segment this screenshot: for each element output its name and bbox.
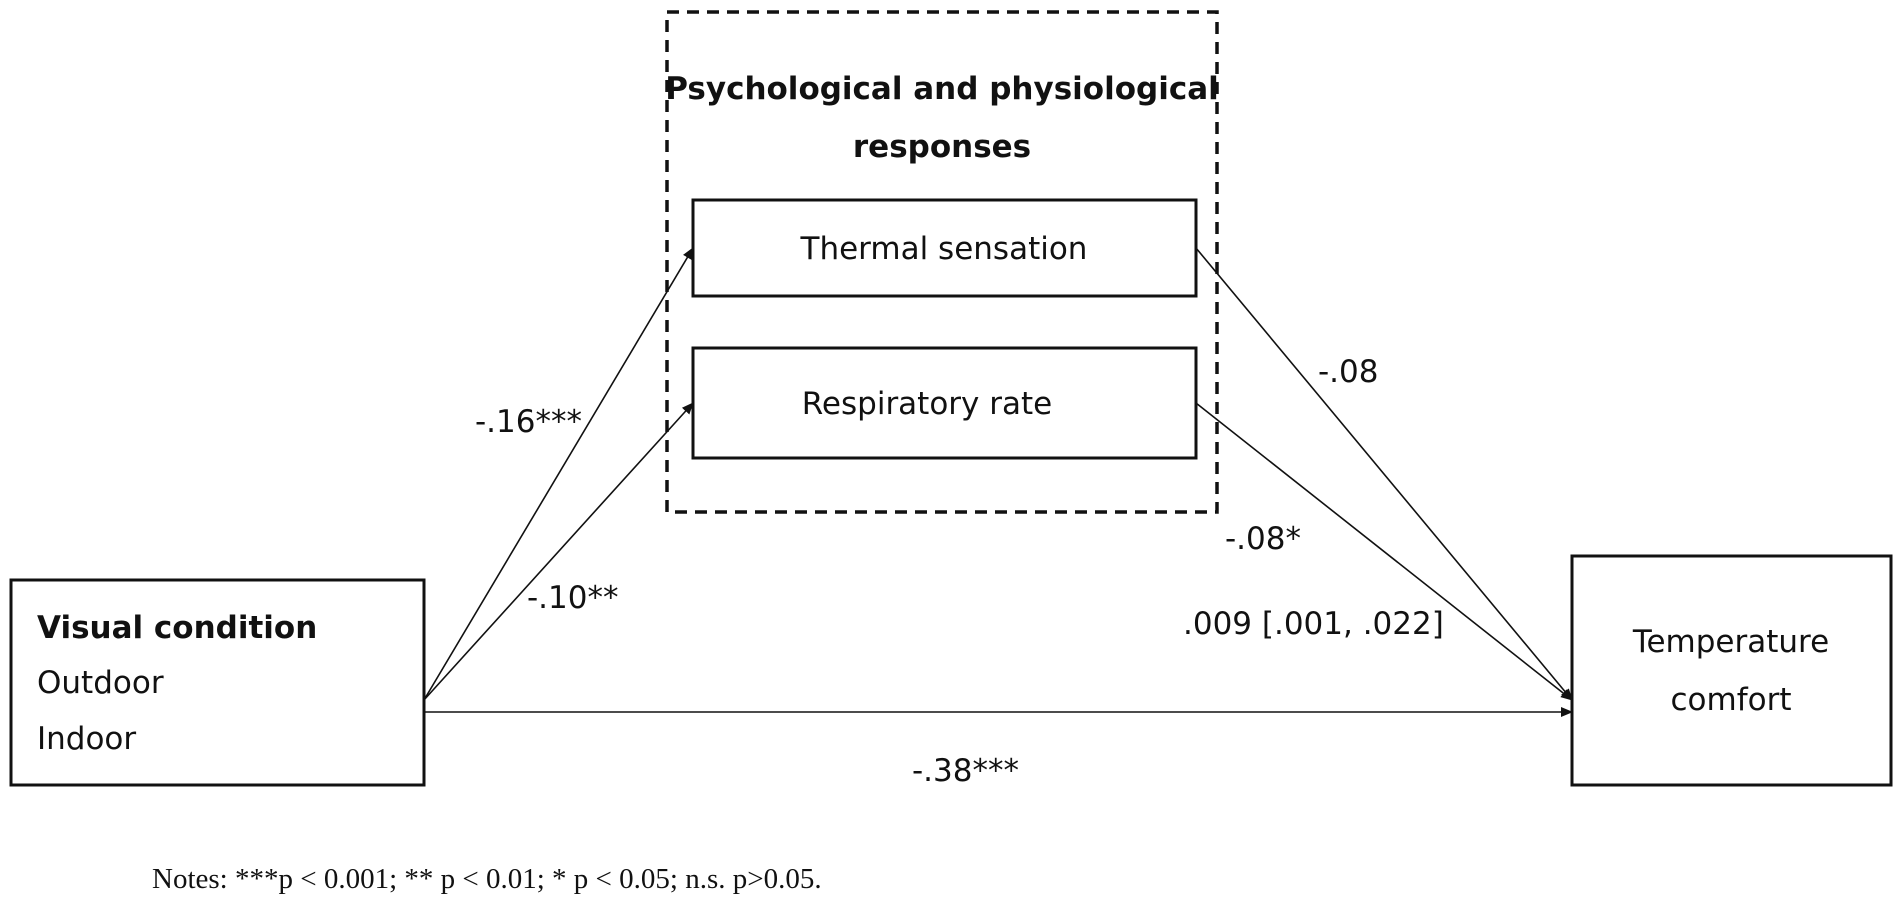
significance-notes: Notes: ***p < 0.001; ** p < 0.01; * p < … [152, 863, 822, 895]
temperature-comfort-box [1570, 554, 1893, 787]
group-title-line2: responses [853, 129, 1031, 165]
coef-respiratory-to-comfort: -.08* [1225, 521, 1301, 557]
thermal-sensation-label: Thermal sensation [800, 231, 1088, 267]
visual-condition-level-outdoor: Outdoor [37, 665, 164, 701]
indirect-effect-ci: .009 [.001, .022] [1183, 606, 1444, 642]
edge-visual-to-respiratory [423, 402, 694, 701]
visual-condition-level-indoor: Indoor [37, 721, 136, 757]
coef-thermal-to-comfort: -.08 [1318, 354, 1379, 390]
respiratory-rate-box [691, 346, 1198, 460]
coef-visual-to-comfort: -.38*** [912, 753, 1019, 789]
respiratory-rate-label: Respiratory rate [802, 386, 1052, 422]
visual-condition-title: Visual condition [37, 610, 317, 646]
edge-thermal-to-comfort [1195, 247, 1573, 701]
temperature-comfort-line2: comfort [1671, 682, 1792, 718]
edge-visual-to-thermal [423, 247, 694, 701]
coef-visual-to-thermal: -.16*** [475, 404, 582, 440]
coef-visual-to-respiratory: -.10** [527, 580, 619, 616]
visual-condition-box [9, 578, 426, 787]
edge-respiratory-to-comfort [1195, 402, 1573, 701]
mediators-group-box [665, 10, 1219, 514]
temperature-comfort-line1: Temperature [1632, 624, 1829, 660]
group-title-line1: Psychological and physiological [665, 71, 1219, 107]
